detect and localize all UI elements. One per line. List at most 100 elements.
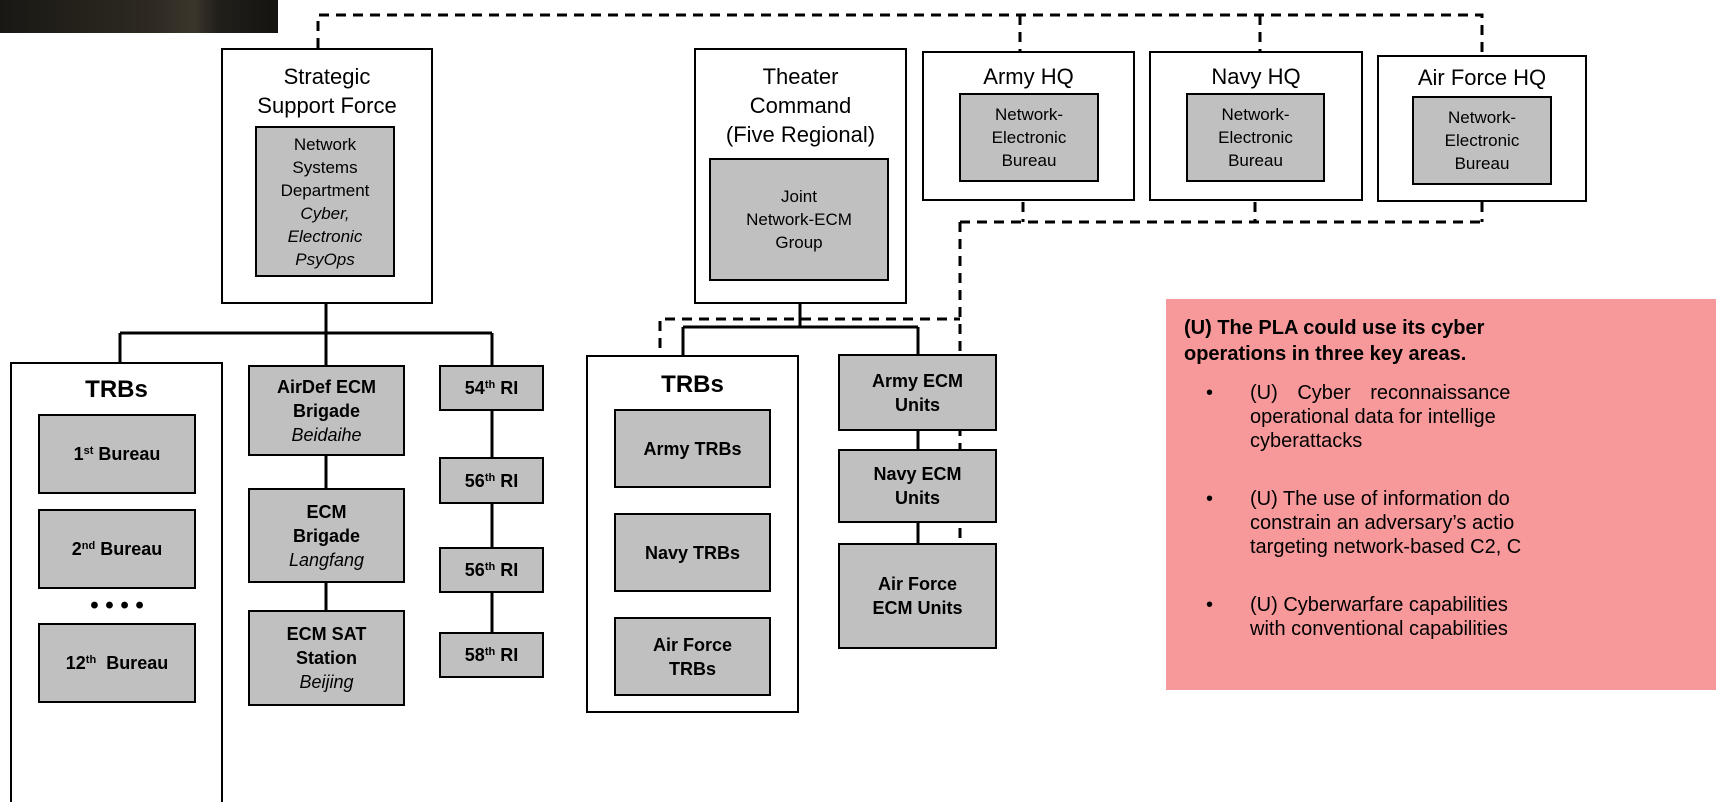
ri-sup: th xyxy=(484,561,496,573)
ri-rest: RI xyxy=(495,378,519,398)
bureau-label: 2nd Bureau xyxy=(72,537,163,561)
theater-title-line: Command xyxy=(749,93,852,118)
joint-network-ecm-group: Joint Network-ECM Group xyxy=(709,158,889,281)
bureau-sup: th xyxy=(85,654,97,666)
bureau-num: 12 xyxy=(65,653,86,673)
ecm-line: Navy ECM xyxy=(873,464,962,484)
ri-num: 56 xyxy=(464,560,485,580)
nsd-line: Department xyxy=(280,180,370,200)
unit-line: Brigade xyxy=(292,525,361,546)
air-force-ecm-units: Air Force ECM Units xyxy=(838,543,997,649)
callout-bullet-item: • (U) Cyberwarfare capabilities with con… xyxy=(1184,593,1716,641)
bullet-line: (U) Cyber reconnaissance xyxy=(1250,382,1511,404)
bureau-line: Bureau xyxy=(1454,154,1510,173)
bureau-12: 12th Bureau xyxy=(38,623,196,703)
bureau-line: Network- xyxy=(1221,105,1290,124)
bureau-line: Electronic xyxy=(1218,128,1293,147)
theater-trbs-title: TRBs xyxy=(661,371,724,398)
connector-lines xyxy=(118,13,1484,632)
photo-fragment xyxy=(0,0,278,33)
bureau-rest: Bureau xyxy=(96,653,169,673)
bullet-line: operational data for intellige xyxy=(1250,406,1496,428)
unit-location: Langfang xyxy=(288,549,365,570)
ri-rest: RI xyxy=(495,470,519,491)
ri-label: 58th RI xyxy=(465,643,518,667)
ssf-title-line: Support Force xyxy=(257,93,397,118)
bullet-line: cyberattacks xyxy=(1250,430,1363,452)
army-hq-title: Army HQ xyxy=(983,64,1074,89)
unit-line: ECM SAT xyxy=(286,624,367,644)
callout-bullets: • (U) Cyber reconnaissance operational d… xyxy=(1184,381,1716,641)
ecm-sat-station: ECM SAT Station Beijing xyxy=(248,610,405,706)
bullet-line: with conventional capabilities xyxy=(1250,618,1508,640)
ssf-title-line: Strategic xyxy=(283,64,371,89)
bureau-1: 1st Bureau xyxy=(38,414,196,494)
army-network-electronic-bureau: Network- Electronic Bureau xyxy=(959,93,1099,182)
nsd-italic-line: Electronic xyxy=(287,226,363,246)
trb-line: TRBs xyxy=(668,658,716,679)
theater-title-line: Theater xyxy=(762,64,839,89)
army-trbs: Army TRBs xyxy=(614,409,771,488)
callout-bullet-item: • (U) Cyber reconnaissance operational d… xyxy=(1184,381,1716,453)
theater-title: Theater Command (Five Regional) xyxy=(696,62,905,149)
bureau-line: Electronic xyxy=(991,128,1067,147)
ri-label: 56th RI xyxy=(465,469,518,493)
callout-bullet-item: • (U) The use of information do constrai… xyxy=(1184,487,1716,559)
joint-line: Joint xyxy=(781,187,817,206)
bureau-sup: st xyxy=(83,445,94,457)
theater-title-line: (Five Regional) xyxy=(725,122,876,147)
top-dashed-bus xyxy=(316,13,1484,55)
ri-num: 58 xyxy=(464,645,485,665)
ri-56b: 56th RI xyxy=(439,547,544,593)
ri-54: 54th RI xyxy=(439,365,544,411)
callout-heading-line: (U) The PLA could use its cyber xyxy=(1184,317,1485,339)
network-systems-department: Network Systems Department Cyber, Electr… xyxy=(255,126,395,277)
bureau-sup: nd xyxy=(81,540,96,552)
bullet-icon: • xyxy=(1206,488,1214,510)
navy-trbs: Navy TRBs xyxy=(614,513,771,592)
airdef-ecm-brigade: AirDef ECM Brigade Beidaihe xyxy=(248,365,405,456)
trb-line: Navy TRBs xyxy=(644,542,741,563)
bureau-line: Network- xyxy=(994,105,1063,124)
ri-num: 54 xyxy=(464,378,485,398)
bullet-icon: • xyxy=(1206,594,1214,616)
ecm-line: Units xyxy=(895,394,940,415)
ri-58: 58th RI xyxy=(439,632,544,678)
army-ecm-units: Army ECM Units xyxy=(838,354,997,431)
unit-location: Beidaihe xyxy=(291,424,362,445)
ri-sup: th xyxy=(484,646,496,658)
unit-line: AirDef ECM xyxy=(276,376,376,397)
theater-connector xyxy=(681,303,920,357)
nsd-line: Systems xyxy=(292,157,358,177)
bureau-ellipsis: • • • • xyxy=(90,592,144,619)
bullet-line: constrain an adversary’s actio xyxy=(1250,512,1515,534)
bullet-line: (U) The use of information do xyxy=(1250,488,1510,510)
bureau-line: Bureau xyxy=(1228,151,1283,170)
air-force-hq-title: Air Force HQ xyxy=(1417,65,1547,90)
ecm-line: ECM Units xyxy=(872,598,963,618)
joint-line: Group xyxy=(775,233,823,252)
bureau-line: Electronic xyxy=(1444,131,1520,150)
ri-label: 56th RI xyxy=(465,558,518,582)
ecm-line: Units xyxy=(895,488,940,508)
air-force-network-electronic-bureau: Network- Electronic Bureau xyxy=(1412,96,1552,185)
bullet-line: (U) Cyberwarfare capabilities xyxy=(1250,594,1508,616)
bureau-rest: Bureau xyxy=(93,444,161,464)
ssf-title: Strategic Support Force xyxy=(223,62,431,120)
ri-num: 56 xyxy=(464,470,485,491)
joint-line: Network-ECM xyxy=(746,210,852,229)
ri-56a: 56th RI xyxy=(439,457,544,504)
unit-line: Station xyxy=(296,648,357,668)
ri-rest: RI xyxy=(495,645,519,665)
nsd-italic-line: Cyber, xyxy=(300,203,350,223)
ri-sup: th xyxy=(484,471,496,484)
bureau-2: 2nd Bureau xyxy=(38,509,196,589)
navy-hq-title: Navy HQ xyxy=(1211,64,1301,89)
bullet-line: targeting network-based C2, C xyxy=(1250,536,1522,558)
bullet-icon: • xyxy=(1206,382,1214,404)
callout-box: (U) The PLA could use its cyber operatio… xyxy=(1166,299,1716,690)
ri-label: 54th RI xyxy=(465,376,518,400)
navy-network-electronic-bureau: Network- Electronic Bureau xyxy=(1186,93,1325,182)
bureau-label: 12th Bureau xyxy=(66,651,168,675)
bureau-num: 1 xyxy=(73,444,84,464)
